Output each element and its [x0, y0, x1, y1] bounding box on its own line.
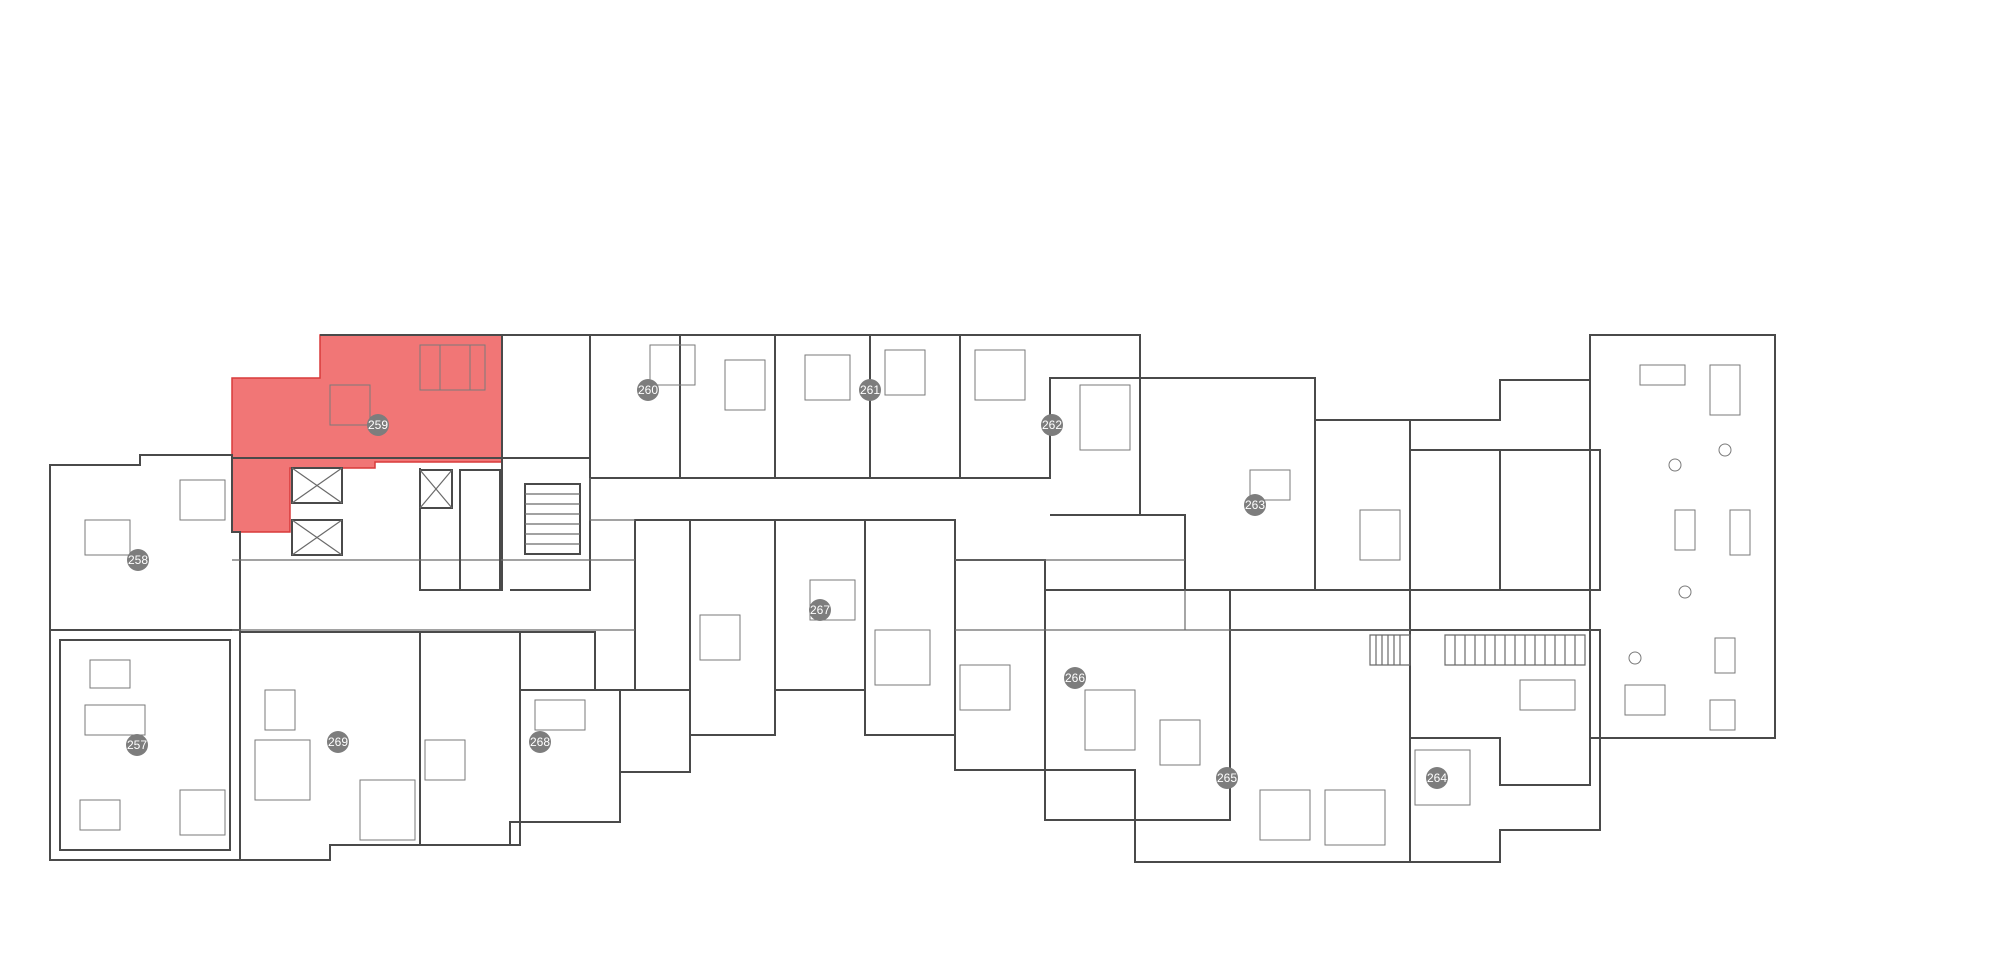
unit-number-label: 262 [1042, 418, 1062, 432]
unit-badge-circle [1041, 414, 1063, 436]
unit-badge-260[interactable]: 260 [637, 379, 659, 401]
unit-badge-circle [859, 379, 881, 401]
unit-badge-263[interactable]: 263 [1244, 494, 1266, 516]
unit-badge-circle [126, 734, 148, 756]
unit-badge-267[interactable]: 267 [809, 599, 831, 621]
unit-number-label: 260 [638, 383, 658, 397]
unit-badge-265[interactable]: 265 [1216, 767, 1238, 789]
unit-badge-262[interactable]: 262 [1041, 414, 1063, 436]
unit-badge-circle [127, 549, 149, 571]
unit-badge-264[interactable]: 264 [1426, 767, 1448, 789]
furniture [79, 344, 1751, 846]
building-outline [49, 334, 1776, 863]
unit-badge-266[interactable]: 266 [1064, 667, 1086, 689]
unit-number-label: 265 [1217, 771, 1237, 785]
unit-badge-268[interactable]: 268 [529, 731, 551, 753]
unit-number-label: 269 [328, 735, 348, 749]
unit-badge-261[interactable]: 261 [859, 379, 881, 401]
unit-number-label: 257 [127, 738, 147, 752]
building-core [291, 467, 1586, 666]
unit-number-label: 258 [128, 553, 148, 567]
unit-badge-circle [1064, 667, 1086, 689]
unit-badge-257[interactable]: 257 [126, 734, 148, 756]
unit-number-label: 264 [1427, 771, 1447, 785]
unit-number-label: 266 [1065, 671, 1085, 685]
unit-badge-circle [809, 599, 831, 621]
unit-number-label: 259 [368, 418, 388, 432]
unit-number-label: 267 [810, 603, 830, 617]
apartment-259-highlight[interactable] [231, 334, 503, 533]
unit-badge-269[interactable]: 269 [327, 731, 349, 753]
unit-badge-circle [327, 731, 349, 753]
unit-number-label: 261 [860, 383, 880, 397]
unit-badge-circle [529, 731, 551, 753]
unit-badge-258[interactable]: 258 [127, 549, 149, 571]
unit-number-label: 263 [1245, 498, 1265, 512]
unit-badge-circle [637, 379, 659, 401]
unit-badges: 257 258 259 260 261 262 263 264 265 266 267 268 269 [126, 379, 1448, 789]
unit-badge-circle [367, 414, 389, 436]
unit-badge-259[interactable]: 259 [367, 414, 389, 436]
unit-number-label: 268 [530, 735, 550, 749]
unit-badge-circle [1426, 767, 1448, 789]
unit-badge-circle [1216, 767, 1238, 789]
unit-badge-circle [1244, 494, 1266, 516]
